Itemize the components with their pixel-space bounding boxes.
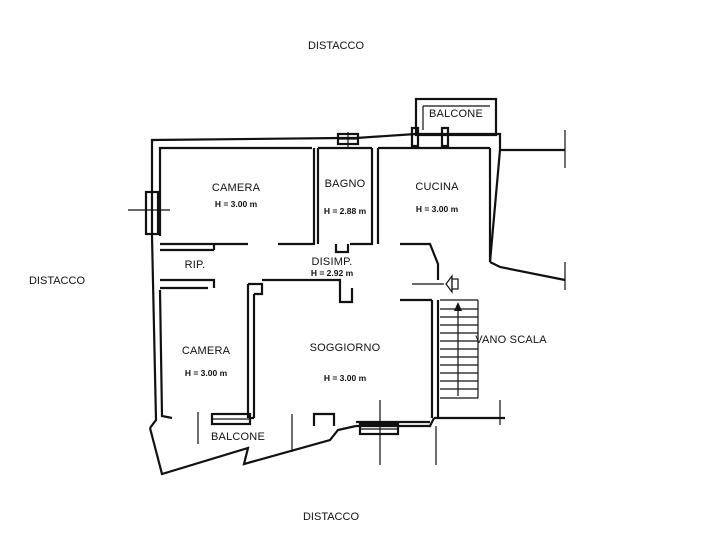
balcone-top-label: BALCONE [429, 108, 483, 120]
balcone-top-structure [414, 97, 498, 137]
staircase [440, 299, 479, 399]
camera-bottom-label: CAMERA [181, 345, 231, 357]
rip-label: RIP. [184, 259, 206, 271]
setback-top-label: DISTACCO [307, 40, 365, 52]
bagno-label: BAGNO [324, 178, 366, 190]
soggiorno-label: SOGGIORNO [309, 342, 381, 354]
camera-bottom-height: H = 3.00 m [184, 368, 228, 378]
setback-left-label: DISTACCO [28, 275, 86, 287]
section-lines [128, 132, 444, 465]
cucina-height: H = 3.00 m [415, 204, 459, 214]
balcone-bottom-label: BALCONE [211, 431, 265, 443]
inner-wall-lines [158, 146, 490, 420]
vano-scala-label: VANO SCALA [475, 334, 547, 346]
camera-top-height: H = 3.00 m [214, 199, 258, 209]
disimp-height: H = 2.92 m [310, 268, 354, 278]
disimp-label: DISIMP. [311, 256, 353, 268]
windows [144, 126, 450, 436]
soggiorno-height: H = 3.00 m [323, 373, 367, 383]
camera-top-label: CAMERA [211, 182, 261, 194]
setback-bottom-label: DISTACCO [302, 511, 360, 523]
cucina-label: CUCINA [415, 181, 459, 193]
partition-walls [160, 148, 492, 426]
bagno-height: H = 2.88 m [323, 206, 367, 216]
entrance-arrow-icon [445, 274, 459, 294]
